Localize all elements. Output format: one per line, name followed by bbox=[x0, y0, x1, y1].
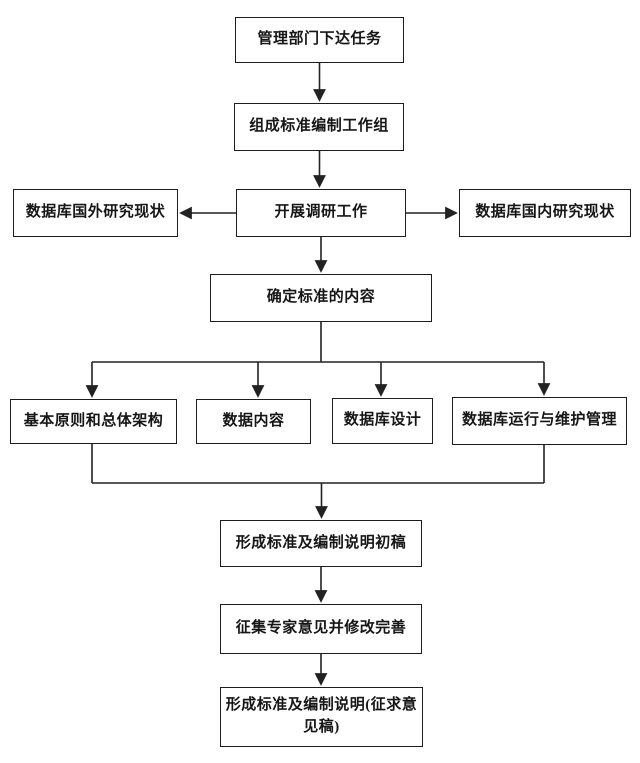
node-data-content: 数据内容 bbox=[196, 399, 311, 444]
node-standard-content-label: 确定标准的内容 bbox=[266, 289, 376, 306]
node-db-operations: 数据库运行与维护管理 bbox=[452, 397, 627, 445]
node-task-label: 管理部门下达任务 bbox=[257, 31, 382, 48]
node-principles-label: 基本原则和总体架构 bbox=[23, 412, 164, 429]
node-group-label: 组成标准编制工作组 bbox=[249, 118, 389, 135]
node-principles: 基本原则和总体架构 bbox=[10, 399, 177, 444]
node-foreign-research-label: 数据库国外研究现状 bbox=[25, 204, 166, 221]
node-domestic-research: 数据库国内研究现状 bbox=[459, 189, 631, 237]
node-db-design-label: 数据库设计 bbox=[343, 412, 422, 429]
node-db-operations-label: 数据库运行与维护管理 bbox=[461, 412, 617, 429]
node-data-content-label: 数据内容 bbox=[222, 412, 285, 429]
node-survey-label: 开展调研工作 bbox=[274, 204, 368, 221]
node-draft: 形成标准及编制说明初稿 bbox=[220, 520, 422, 567]
node-expert-review: 征集专家意见并修改完善 bbox=[220, 604, 422, 654]
node-expert-review-label: 征集专家意见并修改完善 bbox=[235, 620, 407, 637]
node-foreign-research: 数据库国外研究现状 bbox=[13, 189, 178, 237]
node-db-design: 数据库设计 bbox=[332, 398, 433, 444]
node-standard-content: 确定标准的内容 bbox=[210, 274, 432, 322]
node-survey: 开展调研工作 bbox=[236, 189, 406, 237]
node-task: 管理部门下达任务 bbox=[235, 17, 404, 63]
node-group: 组成标准编制工作组 bbox=[234, 103, 404, 151]
node-domestic-research-label: 数据库国内研究现状 bbox=[475, 204, 615, 221]
node-draft-label: 形成标准及编制说明初稿 bbox=[235, 534, 407, 551]
node-final-draft-label: 形成标准及编制说明(征求意见稿) bbox=[225, 697, 418, 735]
node-final-draft: 形成标准及编制说明(征求意见稿) bbox=[220, 687, 423, 747]
